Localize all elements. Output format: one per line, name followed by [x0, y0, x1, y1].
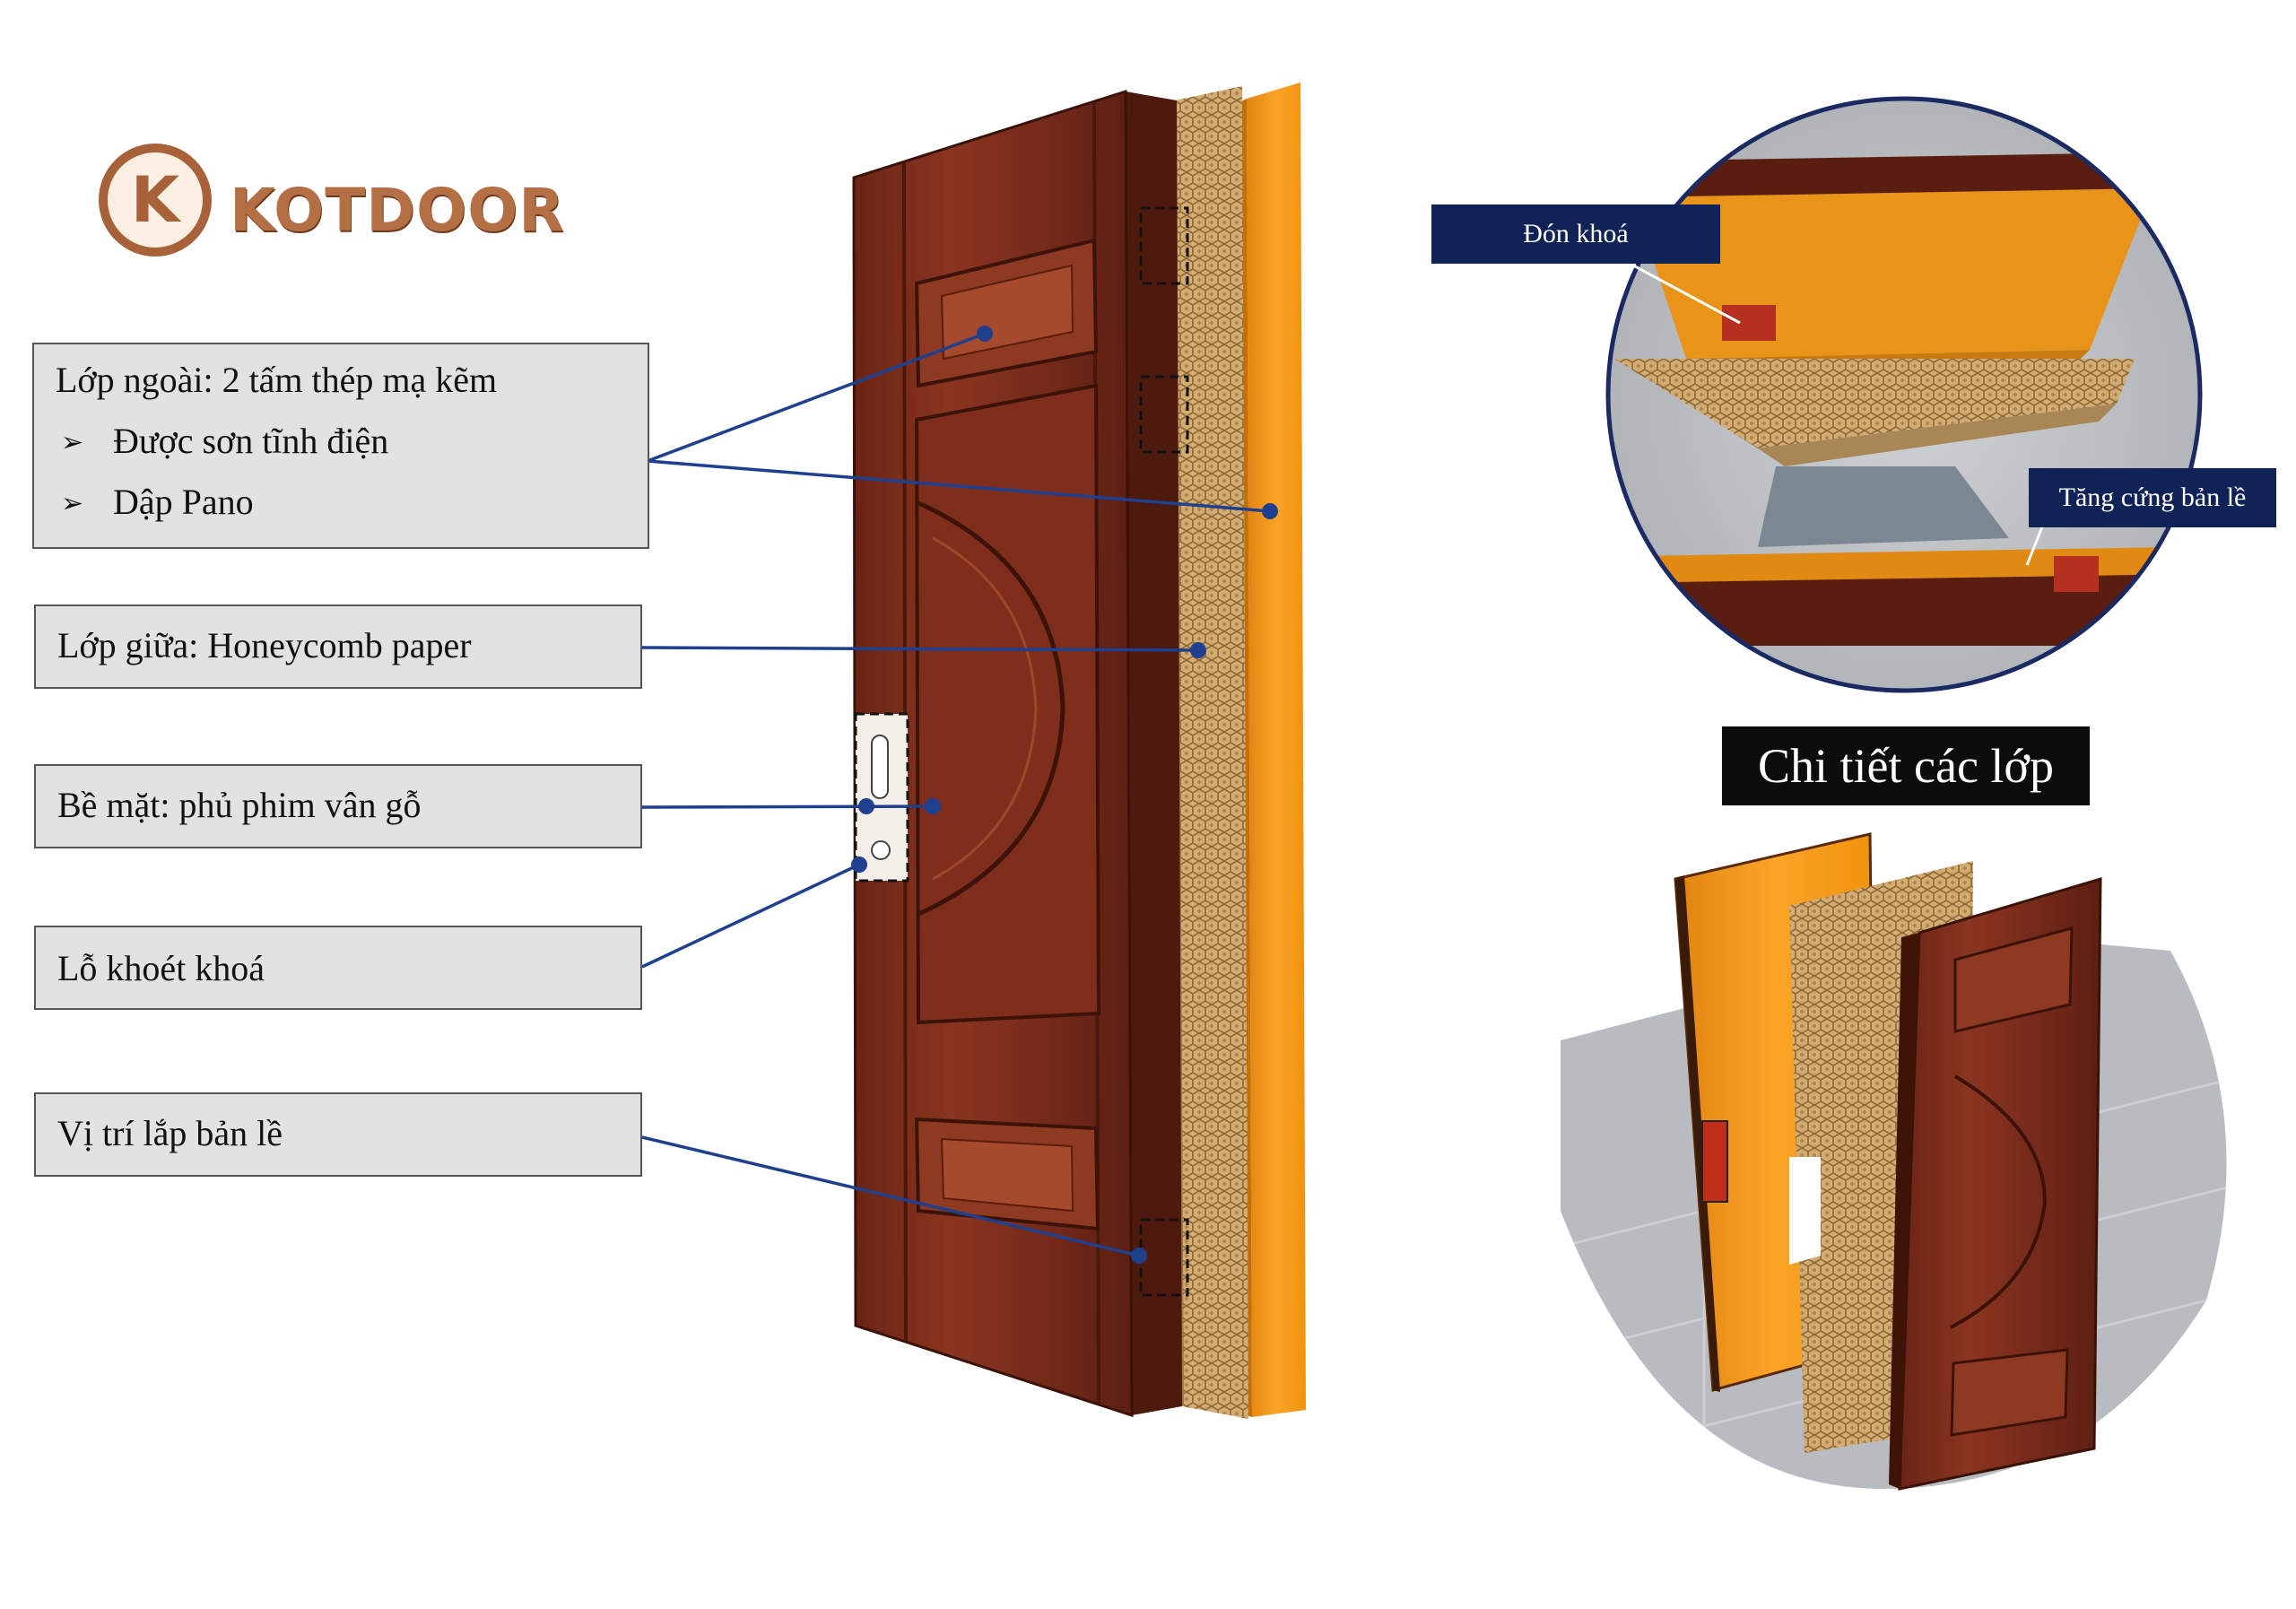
bullet-arrow-icon: ➢: [61, 488, 84, 519]
main-door: [852, 83, 1306, 1419]
brand-name: KOTDOOR: [230, 176, 566, 245]
logo-emblem: [99, 144, 212, 257]
honeycomb-core: [1175, 86, 1248, 1419]
leader-lines: [641, 332, 1271, 1257]
inner-steel-sheet: [1247, 83, 1306, 1417]
exploded-view: [1561, 832, 2227, 1491]
callout-lock-receiver: Đón khoá: [1431, 204, 1720, 264]
brand-logo: K KOTDOOR: [99, 144, 564, 269]
honeycomb-slab: [1614, 359, 2135, 448]
leader-dots: [851, 326, 1278, 1264]
label-surface: Bề mặt: phủ phim vân gỗ: [34, 764, 642, 848]
outer-layer-title: Lớp ngoài: 2 tấm thép mạ kẽm: [56, 360, 498, 400]
logo-monogram: K: [130, 163, 180, 237]
detail-circle: [1605, 96, 2203, 693]
bullet-arrow-icon: ➢: [61, 427, 84, 458]
detail-section-title: Chi tiết các lớp: [1722, 726, 2090, 805]
middle-layer-text: Lớp giữa: Honeycomb paper: [57, 625, 472, 665]
label-middle-layer: Lớp giữa: Honeycomb paper: [34, 604, 642, 689]
label-outer-layer: Lớp ngoài: 2 tấm thép mạ kẽm ➢ Được sơn …: [32, 343, 649, 549]
label-lock-hole: Lỗ khoét khoá: [34, 926, 642, 1010]
surface-text: Bề mặt: phủ phim vân gỗ: [57, 785, 422, 825]
label-hinge-position: Vị trí lắp bản lề: [34, 1092, 642, 1177]
outer-layer-bullet: Được sơn tĩnh điện: [113, 421, 389, 461]
outer-layer-bullet: Dập Pano: [113, 482, 254, 522]
lock-hole-text: Lỗ khoét khoá: [57, 948, 265, 988]
hinge-position-text: Vị trí lắp bản lề: [57, 1113, 283, 1153]
callout-hinge-reinforcement: Tăng cứng bản lề: [2029, 468, 2276, 527]
